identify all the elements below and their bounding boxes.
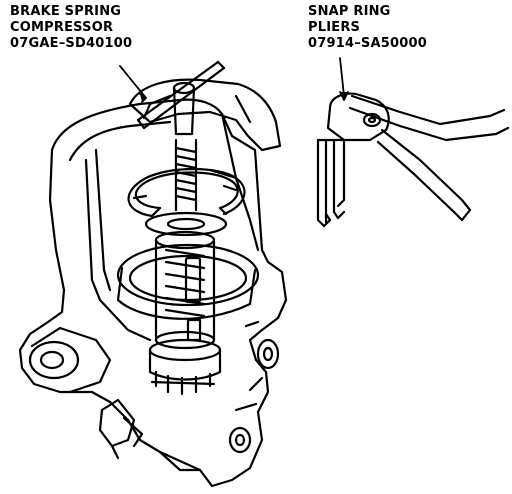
brake-spring-compressor-tool [128, 60, 282, 212]
snap-ring-pliers-label-line2: PLIERS [308, 20, 361, 35]
snap-ring-pliers-label-line1: SNAP RING [308, 4, 391, 19]
brake-spring-compressor-label-line1: BRAKE SPRING [10, 4, 122, 19]
brake-spring-compressor-part-number: 07GAE–SD40100 [10, 36, 133, 51]
snap-ring [127, 167, 246, 218]
spring-retainer [144, 211, 228, 237]
brake-spring-compressor-callout: BRAKE SPRING COMPRESSOR 07GAE–SD40100 [10, 4, 132, 52]
brake-spring-compressor-label-line2: COMPRESSOR [10, 20, 114, 35]
snap-ring-pliers-callout: SNAP RING PLIERS 07914–SA50000 [308, 4, 427, 52]
brake-caliper-housing [18, 98, 288, 488]
snap-ring-pliers-part-number: 07914–SA50000 [308, 36, 427, 51]
snap-ring-pliers-tool [316, 92, 510, 228]
piston-spring-assembly [148, 230, 222, 396]
callout-leaders [119, 57, 349, 103]
